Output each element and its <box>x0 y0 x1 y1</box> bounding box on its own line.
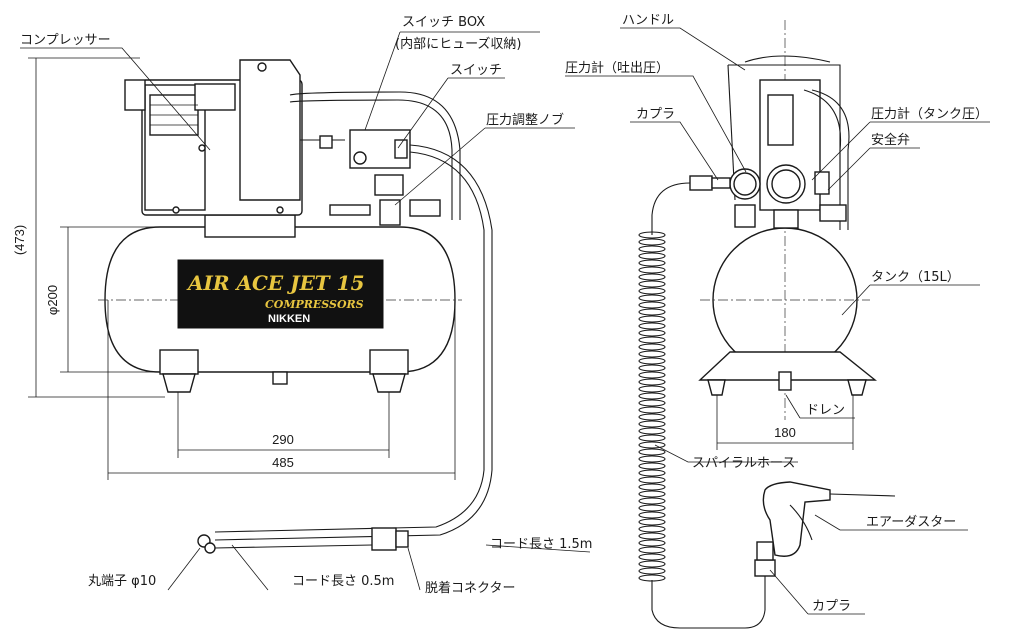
label-coupler-top: カプラ <box>636 107 675 122</box>
hose-coil <box>638 399 666 407</box>
hose-coil <box>638 504 666 512</box>
front-leaders <box>20 31 591 591</box>
hose-coil <box>638 567 666 575</box>
hose-coil <box>638 560 666 568</box>
hose-coil <box>638 259 666 267</box>
hose-coil <box>638 511 666 519</box>
hose-coil <box>638 406 666 414</box>
hose-coil <box>638 483 666 491</box>
hose-coil <box>638 308 666 316</box>
side-leaders <box>565 27 990 615</box>
hose-coil <box>638 301 666 309</box>
label-switch-box: スイッチ BOX <box>402 15 485 30</box>
label-connector: 脱着コネクター <box>425 580 515 596</box>
side-view <box>638 20 896 629</box>
hose-coil <box>638 238 666 246</box>
hose-coil <box>638 350 666 358</box>
hose-coil <box>638 315 666 323</box>
hose-coil <box>638 448 666 456</box>
hose-coil <box>638 532 666 540</box>
hose-coil <box>638 371 666 379</box>
spiral-coils <box>638 231 666 582</box>
hose-coil <box>638 441 666 449</box>
hose-coil <box>638 231 666 239</box>
hose-coil <box>638 462 666 470</box>
hose-coil <box>638 336 666 344</box>
hose-coil <box>638 273 666 281</box>
label-ring-terminal: 丸端子 φ10 <box>88 574 156 589</box>
dim-total-len: 485 <box>272 455 294 470</box>
front-view: AIR ACE JET 15 COMPRESSORS NIKKEN (473) … <box>12 57 493 554</box>
hose-coil <box>638 385 666 393</box>
hose-coil <box>638 434 666 442</box>
hose-coil <box>638 287 666 295</box>
label-cord-short: コード長さ 0.5m <box>292 574 394 589</box>
hose-coil <box>638 266 666 274</box>
dim-side-span: 180 <box>774 425 796 440</box>
hose-coil <box>638 329 666 337</box>
label-compressor: コンプレッサー <box>20 33 111 48</box>
hose-coil <box>638 539 666 547</box>
dim-height: (473) <box>12 225 27 255</box>
label-coupler-bottom: カプラ <box>812 599 851 614</box>
label-tank: タンク（15L） <box>871 270 960 285</box>
label-gauge-outlet: 圧力計（吐出圧） <box>565 60 669 76</box>
dim-tank-dia: φ200 <box>45 285 60 315</box>
label-switch-box-note: (内部にヒューズ収納) <box>395 36 522 52</box>
hose-coil <box>638 455 666 463</box>
hose-coil <box>638 476 666 484</box>
dim-foot-span: 290 <box>272 432 294 447</box>
label-drain: ドレン <box>806 403 845 418</box>
hose-coil <box>638 245 666 253</box>
hose-coil <box>638 525 666 533</box>
hose-coil <box>638 322 666 330</box>
hose-coil <box>638 280 666 288</box>
label-switch: スイッチ <box>450 63 502 78</box>
hose-coil <box>638 518 666 526</box>
logo-line2: COMPRESSORS <box>265 298 364 311</box>
label-air-duster: エアーダスター <box>866 515 956 530</box>
hose-coil <box>638 378 666 386</box>
label-gauge-tank: 圧力計（タンク圧） <box>871 106 988 122</box>
hose-coil <box>638 553 666 561</box>
hose-coil <box>638 252 666 260</box>
hose-coil <box>638 497 666 505</box>
label-pressure-knob: 圧力調整ノブ <box>486 112 564 128</box>
label-safety-valve: 安全弁 <box>871 132 910 148</box>
hose-coil <box>638 364 666 372</box>
hose-coil <box>638 357 666 365</box>
hose-coil <box>638 343 666 351</box>
hose-coil <box>638 392 666 400</box>
label-handle: ハンドル <box>622 13 674 28</box>
hose-coil <box>638 427 666 435</box>
hose-coil <box>638 546 666 554</box>
hose-coil <box>638 413 666 421</box>
label-cord-long: コード長さ 1.5m <box>490 537 592 552</box>
hose-coil <box>638 294 666 302</box>
hose-coil <box>638 490 666 498</box>
hose-coil <box>638 420 666 428</box>
hose-coil <box>638 469 666 477</box>
label-spiral-hose: スパイラルホース <box>692 456 795 471</box>
logo-line1: AIR ACE JET 15 <box>186 271 364 295</box>
logo-line3: NIKKEN <box>268 313 310 325</box>
